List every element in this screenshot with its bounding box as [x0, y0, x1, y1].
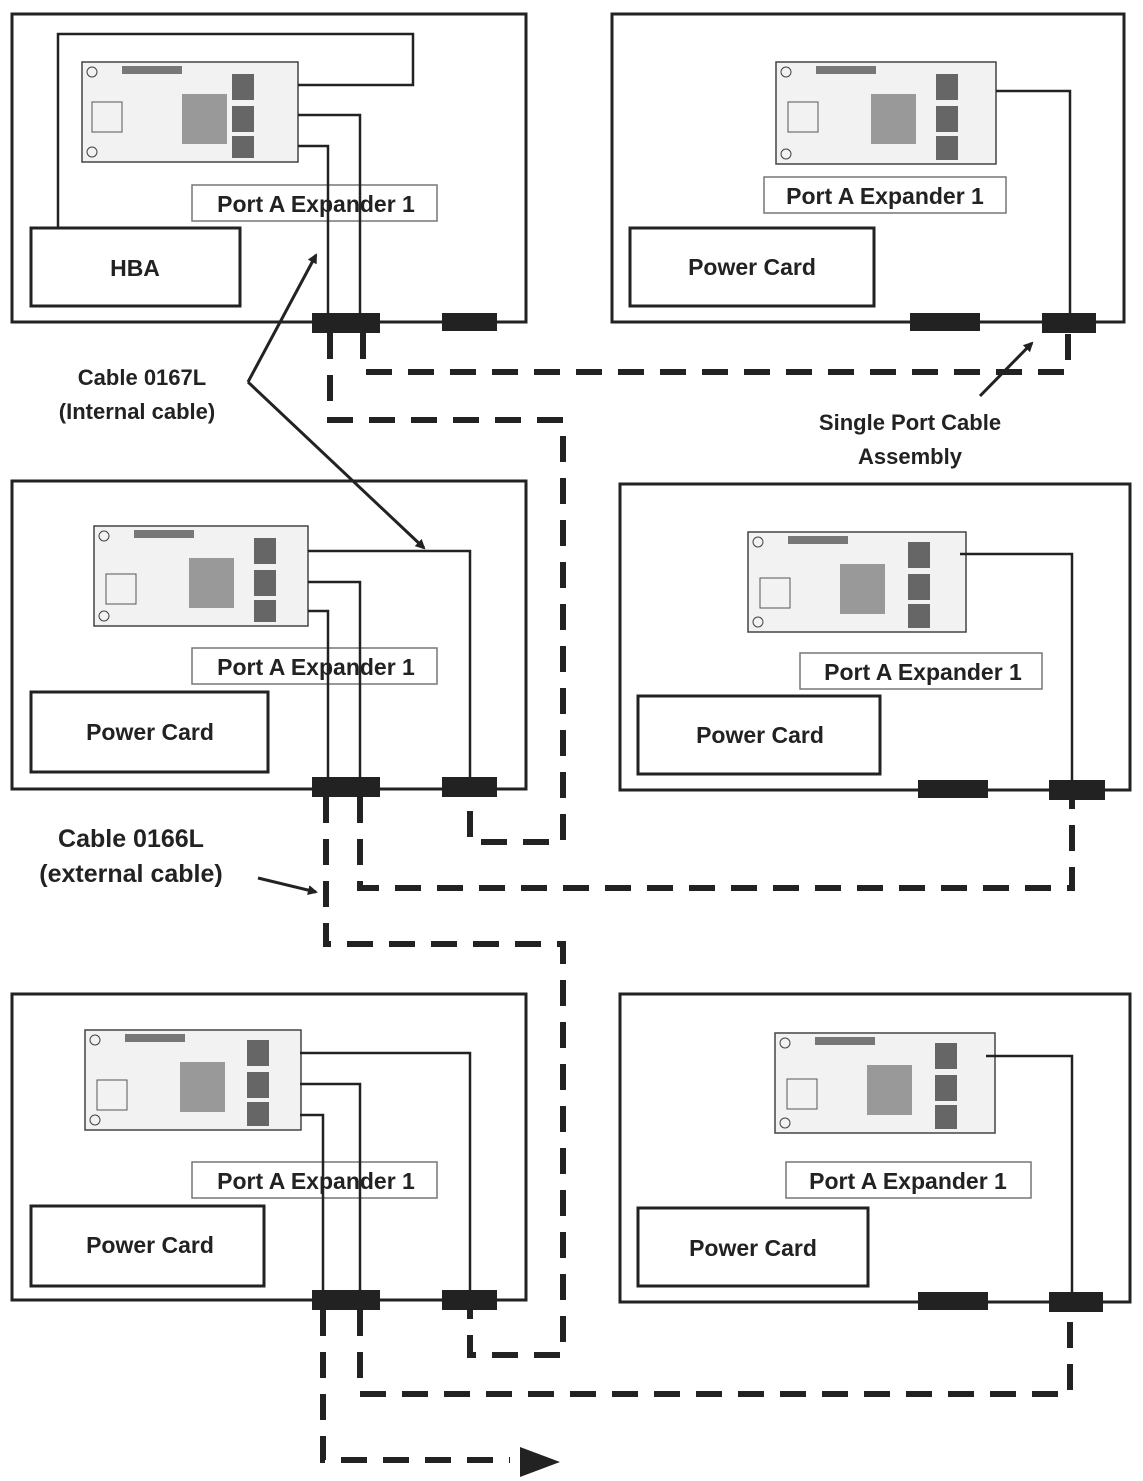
expander-board-icon [775, 61, 997, 165]
chassis-mid-right: Power Card Port A Expander 1 [618, 482, 1132, 800]
chassis-bot-right: Power Card Port A Expander 1 [618, 992, 1132, 1312]
card-label: HBA [110, 255, 160, 281]
arrow-to-mid-cable [246, 380, 426, 550]
connector-port [918, 780, 988, 798]
external-cable-paths [320, 333, 1075, 1463]
expander-board-icon [774, 1032, 996, 1134]
expander-board-icon [84, 1029, 302, 1131]
cable-path [360, 333, 1071, 375]
card-box [636, 694, 882, 776]
card-label: Power Card [689, 1235, 817, 1261]
enclosure-outline [610, 12, 1126, 324]
chassis-mid-left: Power Card Port A Expander 1 [10, 479, 528, 797]
arrow-to-single-port [978, 341, 1034, 398]
connector-port [312, 1290, 380, 1310]
port-label-box [763, 176, 1007, 214]
external-cable-sublabel: (external cable) [39, 860, 222, 888]
enclosure-outline [10, 479, 528, 791]
expander-board-icon [81, 61, 299, 163]
connector-port [918, 1292, 988, 1310]
enclosure-outline [10, 992, 528, 1302]
card-label: Power Card [696, 722, 824, 748]
connector-port [442, 777, 497, 797]
connector-port [312, 777, 380, 797]
connector-port [1042, 313, 1096, 333]
port-label-box [799, 652, 1043, 690]
cable-path [327, 333, 566, 845]
port-label-box [785, 1161, 1032, 1199]
port-label: Port A Expander 1 [786, 183, 984, 209]
single-port-sublabel: Assembly [858, 444, 963, 469]
card-box [636, 1206, 870, 1288]
external-cable-label: Cable 0166L [58, 825, 204, 853]
connector-port [1049, 780, 1105, 800]
chassis-top-right: Power Card Port A Expander 1 [610, 12, 1126, 333]
chassis-top-left: HBA Port A Expander 1 [10, 12, 528, 333]
port-label: Port A Expander 1 [217, 191, 415, 217]
enclosure-outline [618, 482, 1132, 792]
card-label: Power Card [86, 1232, 214, 1258]
callout-arrows [246, 253, 1034, 895]
port-label: Port A Expander 1 [824, 659, 1022, 685]
internal-cable-sublabel: (Internal cable) [59, 399, 215, 424]
card-label: Power Card [86, 719, 214, 745]
internal-cable-label: Cable 0167L [78, 365, 206, 390]
connector-port [312, 313, 380, 333]
enclosure-outline [618, 992, 1132, 1304]
connector-port [442, 1290, 497, 1310]
enclosure-outline [10, 12, 528, 324]
card-box [29, 690, 270, 774]
port-label: Port A Expander 1 [217, 1168, 415, 1194]
chassis-bot-left: Power Card Port A Expander 1 [10, 992, 528, 1310]
port-label-box [191, 647, 438, 685]
cable-path [323, 797, 566, 1358]
continue-arrow-icon [520, 1447, 560, 1477]
connector-port [442, 313, 497, 331]
port-label-box [191, 184, 438, 222]
expander-board-icon [93, 525, 309, 627]
port-label-box [191, 1161, 438, 1199]
card-box [29, 1204, 266, 1288]
connector-port [910, 313, 980, 331]
port-label: Port A Expander 1 [217, 654, 415, 680]
expander-board-icon [747, 531, 967, 633]
single-port-label: Single Port Cable [819, 410, 1001, 435]
card-box [628, 226, 876, 308]
cable-path [357, 797, 1075, 891]
arrow-to-top-cable [246, 253, 318, 383]
card-label: Power Card [688, 254, 816, 280]
port-label: Port A Expander 1 [809, 1168, 1007, 1194]
card-box [29, 226, 242, 308]
connector-port [1049, 1292, 1103, 1312]
cable-path [357, 1310, 1073, 1397]
cable-path [320, 1310, 510, 1463]
arrow-to-external-cable [257, 876, 318, 895]
